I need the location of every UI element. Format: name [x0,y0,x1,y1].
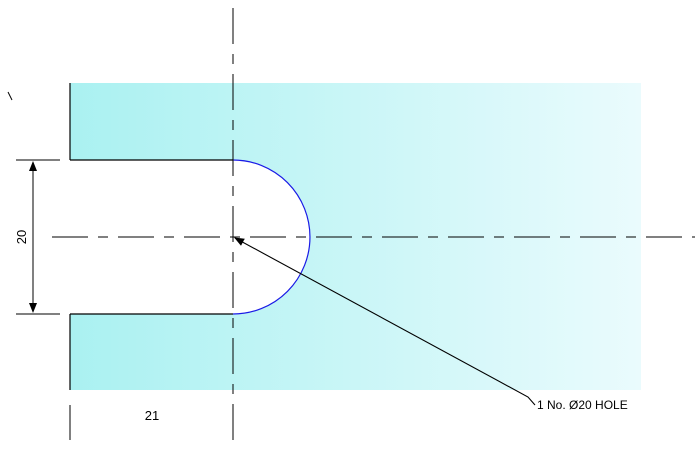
edge-tick-mark [7,91,13,101]
dimension-label-slot-width: 20 [14,230,29,244]
dimension-label-slot-depth: 21 [145,408,159,423]
slotted-plate [70,83,641,390]
callout-label: 1 No. Ø20 HOLE [537,398,628,412]
slot-arc [232,159,311,315]
callout-leader-line [234,237,536,406]
